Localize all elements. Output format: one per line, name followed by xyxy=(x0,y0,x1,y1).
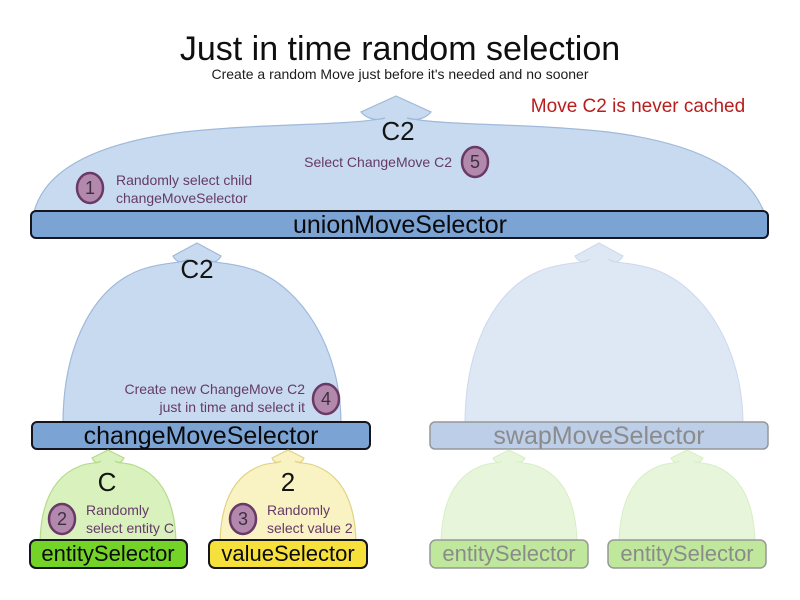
step-3-badge xyxy=(228,502,258,536)
entity-bar-label: entitySelector xyxy=(41,541,174,566)
step-4-annotation: Create new ChangeMove C2 just in time an… xyxy=(124,381,341,416)
union-bar xyxy=(30,210,769,239)
swap-bar xyxy=(429,421,769,450)
step-4-badge xyxy=(311,382,341,416)
step-2-text-line2: select entity C xyxy=(86,520,174,536)
swap-bar-label: swapMoveSelector xyxy=(493,422,704,450)
step-2-annotation: 2 Randomly select entity C xyxy=(47,502,174,536)
entity-selector-node: C entitySelector xyxy=(29,449,188,569)
entity-bar xyxy=(29,539,188,569)
entity-selector-faded-node-2: entitySelector xyxy=(607,449,767,569)
entity-selector-faded-node-1: entitySelector xyxy=(429,449,589,569)
step-5-annotation: Select ChangeMove C2 5 xyxy=(304,145,490,179)
step-1-text-line2: changeMoveSelector xyxy=(116,190,248,206)
union-bar-label: unionMoveSelector xyxy=(293,211,507,239)
step-2-badge xyxy=(47,502,77,536)
step-1-text-line1: Randomly select child xyxy=(116,172,252,188)
entity-faded-funnel-shape xyxy=(618,449,756,543)
swap-funnel-shape xyxy=(464,242,744,425)
step-4-text-line2: just in time and select it xyxy=(158,399,305,415)
step-5-text: Select ChangeMove C2 xyxy=(304,154,452,170)
step-1-badge xyxy=(75,171,105,205)
step-3-annotation: 3 Randomly select value 2 xyxy=(228,502,353,536)
step-1-annotation: 1 Randomly select child changeMoveSelect… xyxy=(75,171,252,206)
entity-output-label: C xyxy=(98,467,117,497)
value-output-label: 2 xyxy=(281,467,295,497)
change-bar-label: changeMoveSelector xyxy=(84,422,319,450)
value-bar-label: valueSelector xyxy=(221,541,354,566)
swap-move-selector-node: swapMoveSelector xyxy=(429,242,769,450)
entity-faded-funnel-shape xyxy=(440,449,578,543)
union-move-selector-node: C2 unionMoveSelector xyxy=(30,95,769,239)
page-subtitle: Create a random Move just before it's ne… xyxy=(211,66,588,82)
step-1-number: 1 xyxy=(85,178,95,198)
entity-faded-bar xyxy=(429,539,589,569)
change-output-label: C2 xyxy=(180,254,213,284)
entity-faded-bar-label: entitySelector xyxy=(442,541,575,566)
step-5-number: 5 xyxy=(470,152,480,172)
page-title: Just in time random selection xyxy=(180,30,620,68)
union-funnel-shape xyxy=(33,95,765,213)
change-move-selector-node: C2 changeMoveSelector xyxy=(31,242,371,450)
value-bar xyxy=(208,539,368,569)
entity-faded-bar-label: entitySelector xyxy=(620,541,753,566)
step-3-text-line2: select value 2 xyxy=(267,520,353,536)
change-bar xyxy=(31,421,371,450)
step-4-number: 4 xyxy=(321,389,331,409)
never-cached-note: Move C2 is never cached xyxy=(531,96,745,117)
step-5-badge xyxy=(460,145,490,179)
step-3-number: 3 xyxy=(238,509,248,529)
step-3-text-line1: Randomly xyxy=(267,502,330,518)
step-2-number: 2 xyxy=(57,509,67,529)
step-2-text-line1: Randomly xyxy=(86,502,149,518)
change-funnel-shape xyxy=(62,242,342,425)
entity-faded-bar xyxy=(607,539,767,569)
union-output-label: C2 xyxy=(381,116,414,146)
step-4-text-line1: Create new ChangeMove C2 xyxy=(124,381,305,397)
